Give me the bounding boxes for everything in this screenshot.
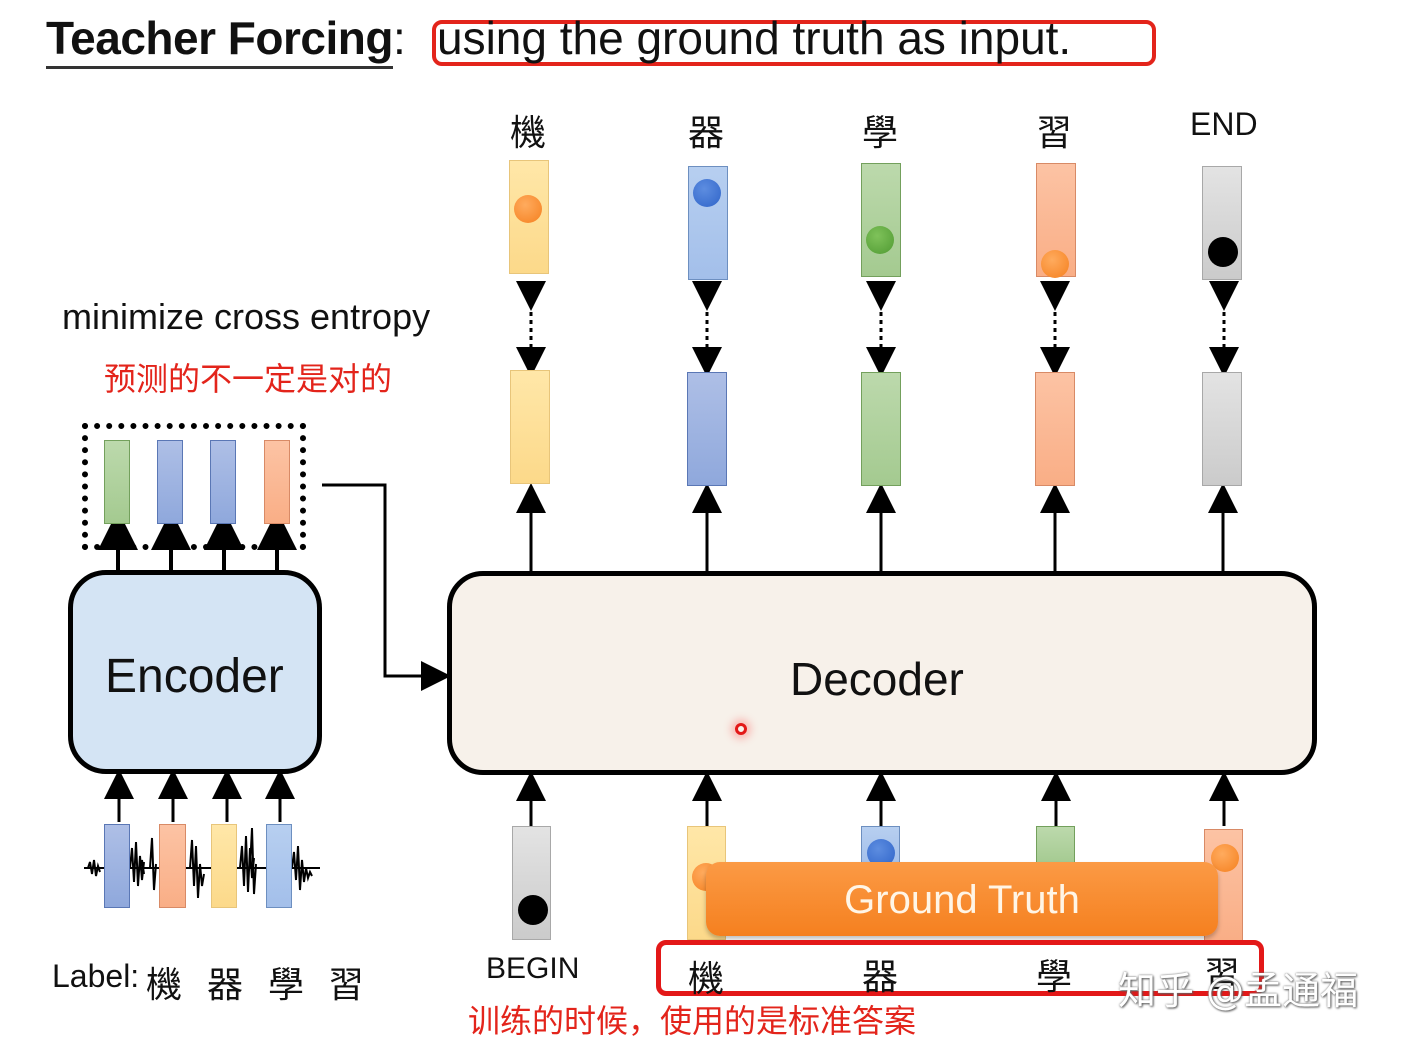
watermark: 知乎 @孟通福 (1118, 969, 1359, 1013)
encoder-output-arrows (98, 510, 297, 570)
decoder-output-vector (1035, 372, 1075, 486)
ground-truth-label: Ground Truth (844, 878, 1080, 922)
decoder-output-vector (861, 372, 901, 486)
title-colon: : (392, 12, 406, 64)
target-vector (1036, 163, 1076, 278)
encoder-input-vector (159, 824, 186, 908)
input-label: 習 (1204, 955, 1241, 996)
decoder-output-vector (1202, 372, 1242, 486)
input-label: 機 (688, 959, 725, 1000)
decoder-input-vector (512, 826, 551, 940)
target-vector (688, 166, 728, 280)
ground-truth-banner: Ground Truth (706, 862, 1218, 936)
title-definition: using the ground truth as input. (437, 12, 1072, 64)
encoder-input-vector (211, 824, 237, 908)
target-label: 機 (510, 113, 547, 154)
input-label: 器 (862, 957, 899, 998)
decoder-input-vector (1036, 826, 1075, 866)
encoder-input-arrows (104, 769, 295, 822)
loss-note: 预测的不一定是对的 (104, 360, 393, 398)
encoder-input-vector (266, 824, 292, 908)
encoder-input-label: 機 (146, 965, 183, 1006)
target-vector (1202, 166, 1242, 280)
laser-pointer-icon (735, 723, 747, 735)
target-vector (509, 160, 549, 274)
loss-label: minimize cross entropy (62, 296, 431, 337)
decoder-output-arrows (516, 483, 1238, 571)
target-dot (693, 179, 721, 207)
encoder-block: Encoder (68, 570, 322, 774)
encoder-output-group (82, 423, 306, 550)
encoder-to-decoder-arrow (322, 483, 451, 691)
ground-truth-highlight-box (656, 940, 1264, 996)
target-dot (866, 226, 894, 254)
target-label: 學 (862, 113, 899, 154)
title-term: Teacher Forcing (46, 12, 393, 69)
target-vector (861, 163, 901, 277)
training-note: 训练的时候，使用的是标准答案 (468, 1002, 917, 1040)
encoder-input-label: 學 (268, 965, 305, 1006)
target-label: 器 (688, 113, 725, 154)
target-label-end: END (1190, 106, 1258, 142)
encoder-output-vector (264, 440, 290, 524)
cross-entropy-arrows (516, 281, 1239, 377)
encoder-output-vector (157, 440, 183, 524)
encoder-input-label: 器 (207, 965, 244, 1006)
encoder-output-vector (104, 440, 130, 524)
encoder-input-label: 習 (328, 965, 365, 1006)
input-dot (518, 895, 548, 925)
input-label-begin: BEGIN (486, 952, 580, 985)
decoder-output-vector (687, 372, 727, 486)
title-highlight-box (432, 20, 1156, 66)
decoder-input-arrows (516, 771, 1239, 826)
decoder-block: Decoder (447, 571, 1317, 775)
encoder-input-vector (104, 824, 130, 908)
encoder-label-prefix: Label: (52, 958, 140, 994)
slide-title: Teacher Forcing: (46, 8, 406, 69)
decoder-output-vector (510, 370, 550, 484)
encoder-output-vector (210, 440, 236, 524)
encoder-label: Encoder (105, 650, 284, 703)
target-dot (1041, 250, 1069, 278)
decoder-label: Decoder (790, 653, 964, 705)
decoder-input-vector (861, 826, 900, 867)
target-dot (1208, 237, 1238, 267)
target-label: 習 (1036, 113, 1073, 154)
target-dot (514, 195, 542, 223)
input-label: 學 (1036, 957, 1073, 998)
